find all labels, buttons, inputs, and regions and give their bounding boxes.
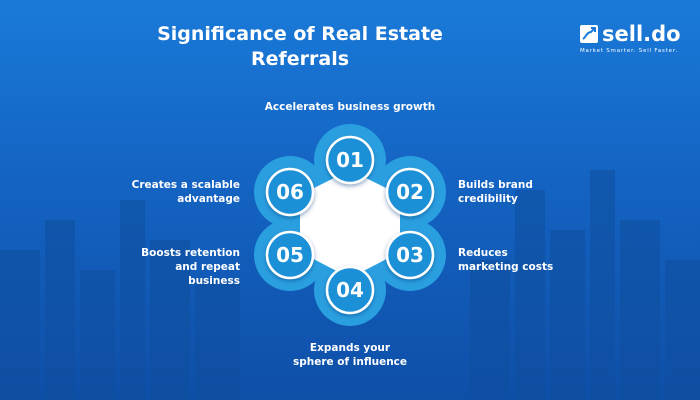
number-text: 05 bbox=[276, 243, 304, 267]
node-5: 05 bbox=[265, 230, 315, 280]
number-circle bbox=[265, 167, 315, 217]
label-05: Boosts retention and repeat business bbox=[141, 247, 240, 287]
label-06: Creates a scalable advantage bbox=[131, 179, 240, 205]
node-2: 02 bbox=[385, 167, 435, 217]
node-1: 01 bbox=[325, 135, 375, 185]
number-text: 01 bbox=[336, 148, 364, 172]
number-text: 03 bbox=[396, 243, 424, 267]
logo-tagline: Market Smarter. Sell Faster. bbox=[580, 48, 678, 54]
node-3: 03 bbox=[385, 230, 435, 280]
number-text: 02 bbox=[396, 180, 424, 204]
number-circle bbox=[325, 265, 375, 315]
number-circle bbox=[385, 167, 435, 217]
logo-name: sell.do bbox=[602, 22, 681, 46]
number-circle bbox=[265, 230, 315, 280]
label-02: Builds brand credibility bbox=[458, 179, 533, 205]
trend-arrow-icon bbox=[580, 25, 598, 43]
page-title: Significance of Real Estate Referrals bbox=[157, 23, 443, 70]
number-text: 04 bbox=[336, 278, 364, 302]
label-03: Reduces marketing costs bbox=[458, 247, 554, 273]
center-hexagon bbox=[300, 170, 400, 278]
node-6: 06 bbox=[265, 167, 315, 217]
number-text: 06 bbox=[276, 180, 304, 204]
node-4: 04 bbox=[325, 265, 375, 315]
sell-do-logo: sell.do Market Smarter. Sell Faster. bbox=[580, 22, 690, 54]
label-04: Expands your sphere of influence bbox=[292, 342, 408, 368]
number-circle bbox=[385, 230, 435, 280]
number-circle bbox=[325, 135, 375, 185]
label-01: Accelerates business growth bbox=[264, 101, 436, 113]
